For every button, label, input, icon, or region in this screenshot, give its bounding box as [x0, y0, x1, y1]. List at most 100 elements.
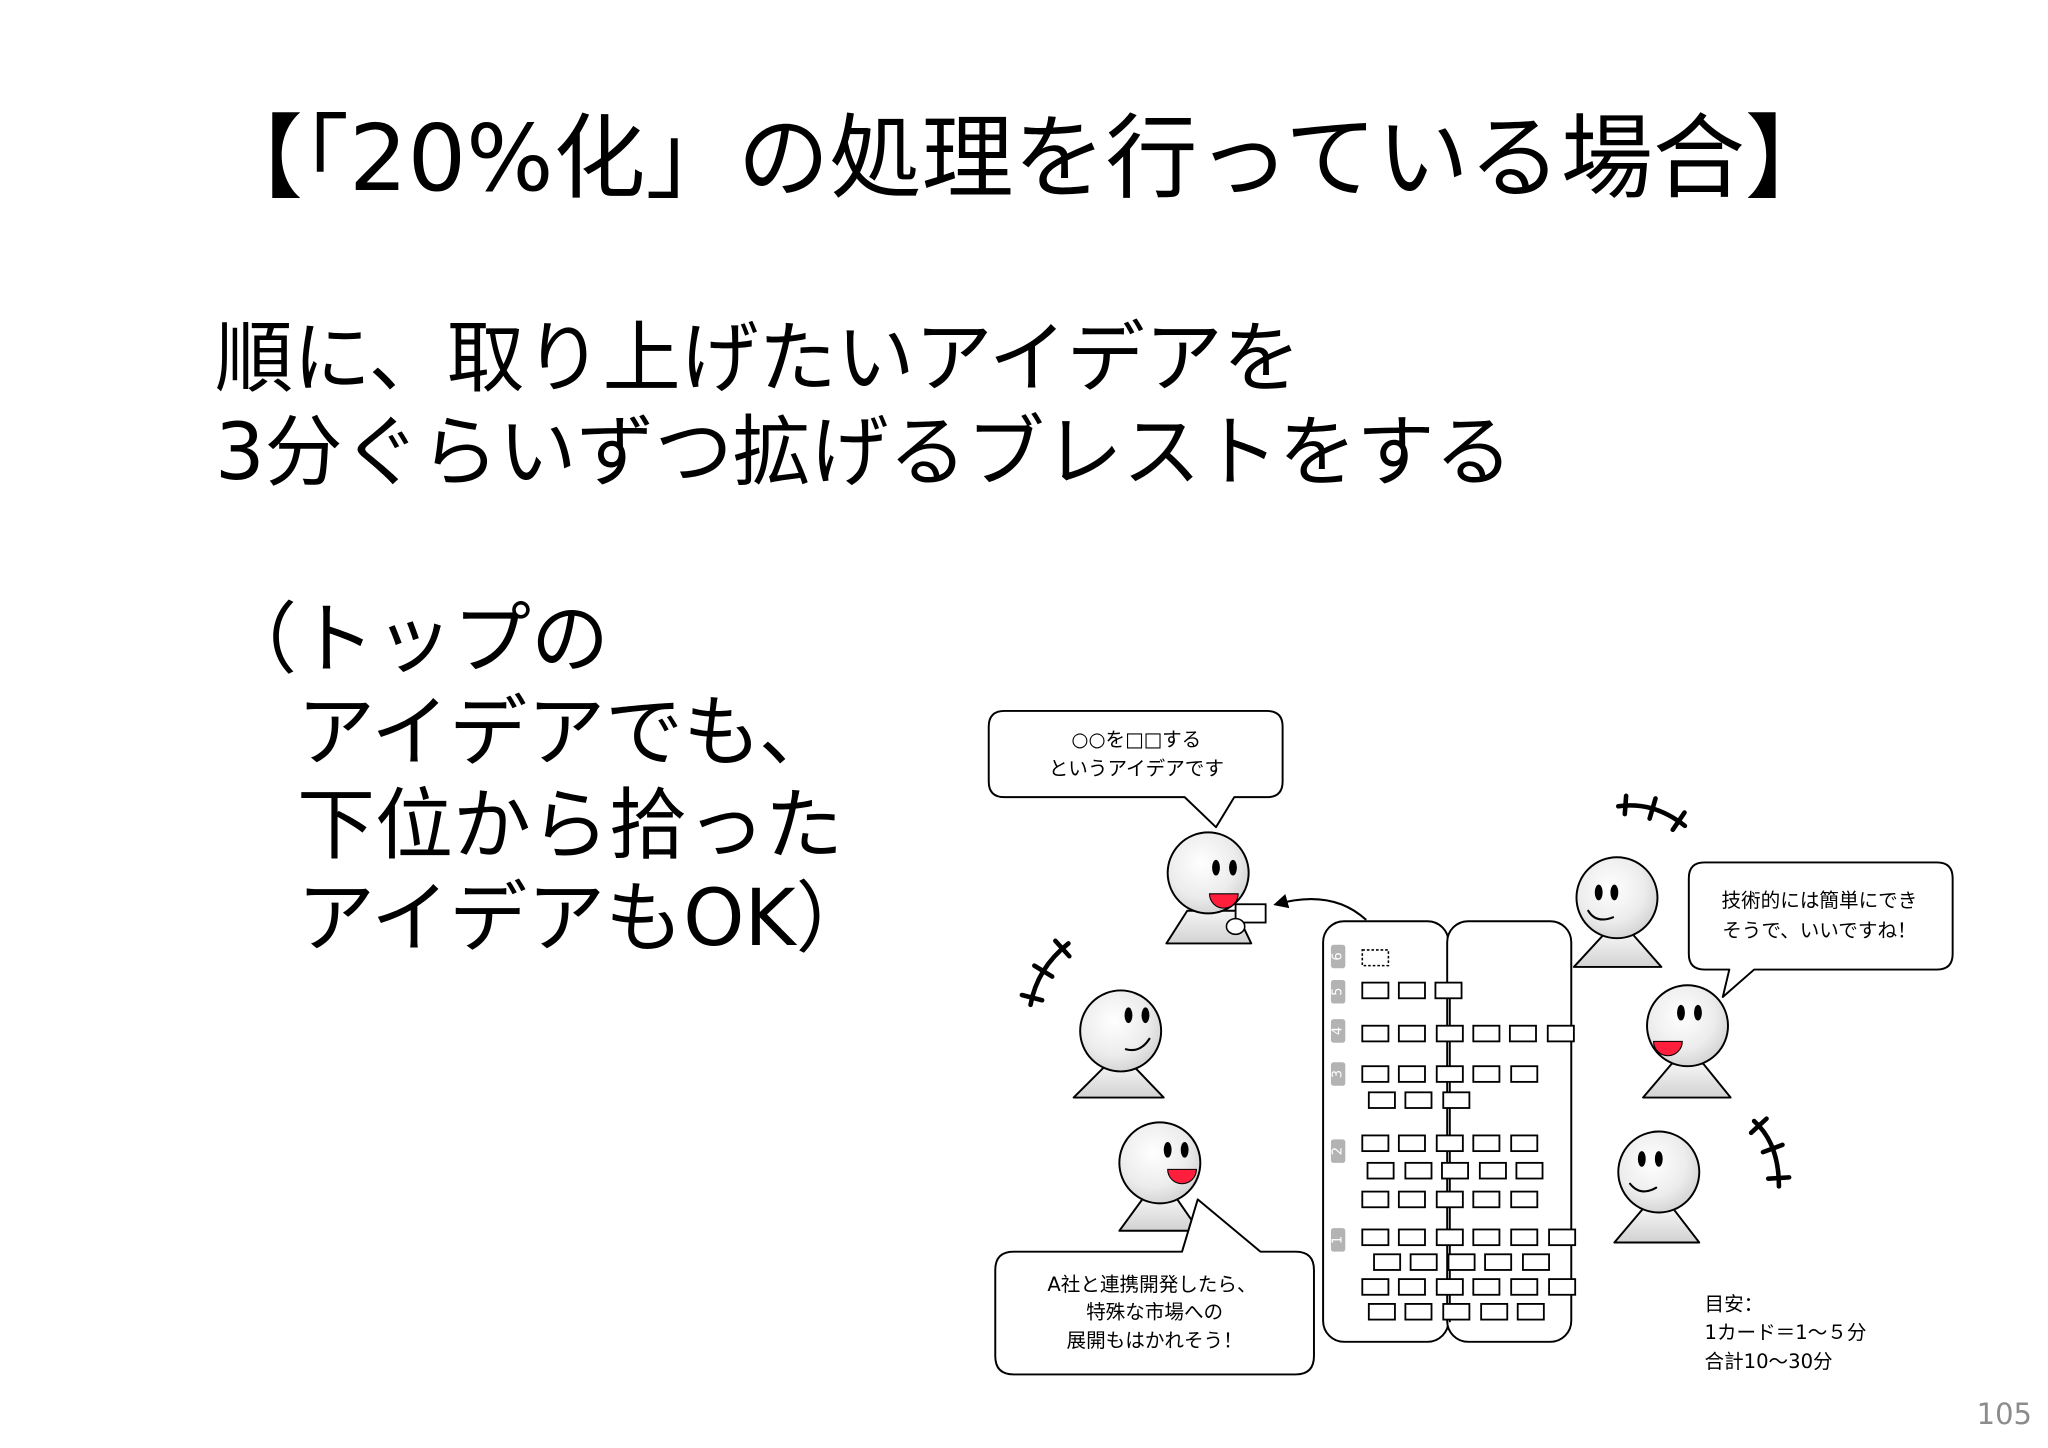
idea-cards: [1361, 949, 1577, 1321]
idea-card: [1397, 1065, 1426, 1083]
rotation-mark-top: [1616, 793, 1688, 833]
presenter-head: [1166, 831, 1250, 915]
idea-card: [1516, 1303, 1545, 1321]
idea-card: [1361, 1190, 1390, 1209]
time-guide: 目安： 1カード＝1～５分 合計10～30分: [1704, 1292, 1866, 1372]
eye: [1677, 1004, 1685, 1021]
idea-card: [1397, 1134, 1426, 1153]
rotation-tick: [1032, 963, 1055, 979]
rotation-mark-right: [1748, 1116, 1792, 1189]
idea-card: [1510, 1278, 1539, 1296]
idea-card: [1472, 1278, 1501, 1296]
idea-card: [1472, 1134, 1501, 1153]
idea-card: [1548, 1228, 1577, 1247]
listener-head: [1079, 989, 1163, 1073]
pick-card-arrow: [1273, 894, 1367, 921]
idea-card: [1510, 1134, 1539, 1153]
idea-card: [1404, 1161, 1433, 1180]
idea-card: [1442, 1303, 1471, 1321]
rotation-tick: [1765, 1175, 1792, 1181]
idea-card: [1397, 1190, 1426, 1209]
board-row-label: 4: [1331, 1027, 1346, 1035]
idea-card: [1472, 1190, 1501, 1209]
body-text-block: 順に、取り上げたいアイデアを 3分ぐらいずつ拡げるブレストをする: [215, 312, 1513, 500]
empty-card-slot: [1361, 949, 1390, 967]
idea-card: [1367, 1091, 1396, 1109]
idea-card: [1435, 1278, 1464, 1296]
board-row-tab: [1330, 1019, 1346, 1043]
listener-body: [1613, 1207, 1701, 1244]
rotation-tick: [1760, 1142, 1785, 1155]
idea-card: [1435, 1190, 1464, 1209]
board-row-tab: [1330, 944, 1346, 969]
bubble-text-line: そうで、いいですね！: [1722, 919, 1916, 942]
idea-card: [1397, 1024, 1426, 1043]
idea-card: [1510, 1190, 1539, 1209]
idea-card: [1367, 1303, 1396, 1321]
listener-body: [1642, 1062, 1732, 1099]
right-speech-bubble: 技術的には簡単にでき そうで、いいですね！: [1687, 861, 1954, 998]
idea-card: [1508, 1024, 1537, 1043]
idea-card: [1435, 1024, 1464, 1043]
idea-card: [1546, 1024, 1575, 1043]
idea-card: [1373, 1253, 1402, 1271]
presenter-person: [1165, 831, 1267, 945]
listener-person-right-upper: [1572, 856, 1663, 968]
board-row-tab: [1330, 1062, 1346, 1086]
open-mouth: [1167, 1168, 1197, 1185]
idea-card: [1435, 1134, 1464, 1153]
rotation-tick: [1053, 938, 1072, 959]
eye: [1141, 1007, 1150, 1024]
rotation-tick: [1019, 992, 1045, 1003]
note-line: アイデアもOK）: [297, 874, 874, 964]
bubble-text-line: というアイデアです: [1049, 757, 1224, 780]
bubble-text-line: 特殊な市場への: [1086, 1300, 1223, 1323]
idea-card: [1397, 981, 1426, 1000]
rotation-tick: [1622, 793, 1629, 817]
left-speech-bubble: A社と連携開発したら、 特殊な市場への 展開もはかれそう！: [994, 1198, 1315, 1376]
listener-head: [1646, 984, 1729, 1068]
listener-head: [1118, 1121, 1202, 1205]
idea-card: [1397, 1228, 1426, 1247]
idea-card: [1472, 1024, 1501, 1043]
smile: [1587, 909, 1615, 921]
board-row-tab: [1330, 1228, 1346, 1252]
board-row-label: 5: [1331, 988, 1346, 996]
board-row-tabs: 6 5 4 3 2 1: [1330, 944, 1346, 1252]
board-row-tab: [1330, 1139, 1346, 1163]
note-text-block: （トップの アイデアでも、 下位から拾った アイデアもOK）: [219, 594, 874, 966]
listener-person-right-middle: [1642, 984, 1732, 1099]
eye: [1654, 1151, 1663, 1167]
note-line: アイデアでも、: [297, 688, 837, 778]
board-row-label: 2: [1331, 1147, 1346, 1155]
idea-card: [1435, 1228, 1464, 1247]
idea-card: [1361, 1228, 1390, 1247]
smile: [1124, 1037, 1151, 1052]
bubble-outline: [987, 709, 1284, 829]
idea-card: [1522, 1253, 1550, 1271]
idea-card: [1480, 1303, 1509, 1321]
bubble-text-line: 技術的には簡単にでき: [1722, 889, 1918, 912]
guide-line: 目安：: [1704, 1292, 1763, 1315]
open-mouth: [1208, 893, 1239, 909]
listener-head: [1617, 1130, 1701, 1214]
idea-card: [1435, 1065, 1464, 1083]
held-idea-card: [1234, 903, 1267, 924]
presenter-speech-bubble: ○○を□□する というアイデアです: [987, 709, 1284, 829]
idea-card: [1361, 1134, 1390, 1153]
eye: [1594, 884, 1603, 901]
listener-person-right-lower: [1613, 1130, 1701, 1244]
idea-card: [1548, 1278, 1577, 1296]
eye: [1124, 1007, 1133, 1024]
idea-card: [1404, 1303, 1433, 1321]
idea-card: [1510, 1228, 1539, 1247]
listener-body: [1572, 933, 1663, 968]
idea-card: [1472, 1228, 1501, 1247]
idea-card: [1361, 1024, 1390, 1043]
body-text-line: 3分ぐらいずつ拡げるブレストをする: [215, 408, 1513, 498]
idea-card: [1510, 1065, 1539, 1083]
bubble-text-line: ○○を□□する: [1071, 728, 1201, 751]
guide-line: 1カード＝1～５分: [1704, 1321, 1866, 1344]
bubble-outline: [1687, 861, 1954, 998]
bubble-text-line: A社と連携開発したら、: [1047, 1273, 1256, 1296]
